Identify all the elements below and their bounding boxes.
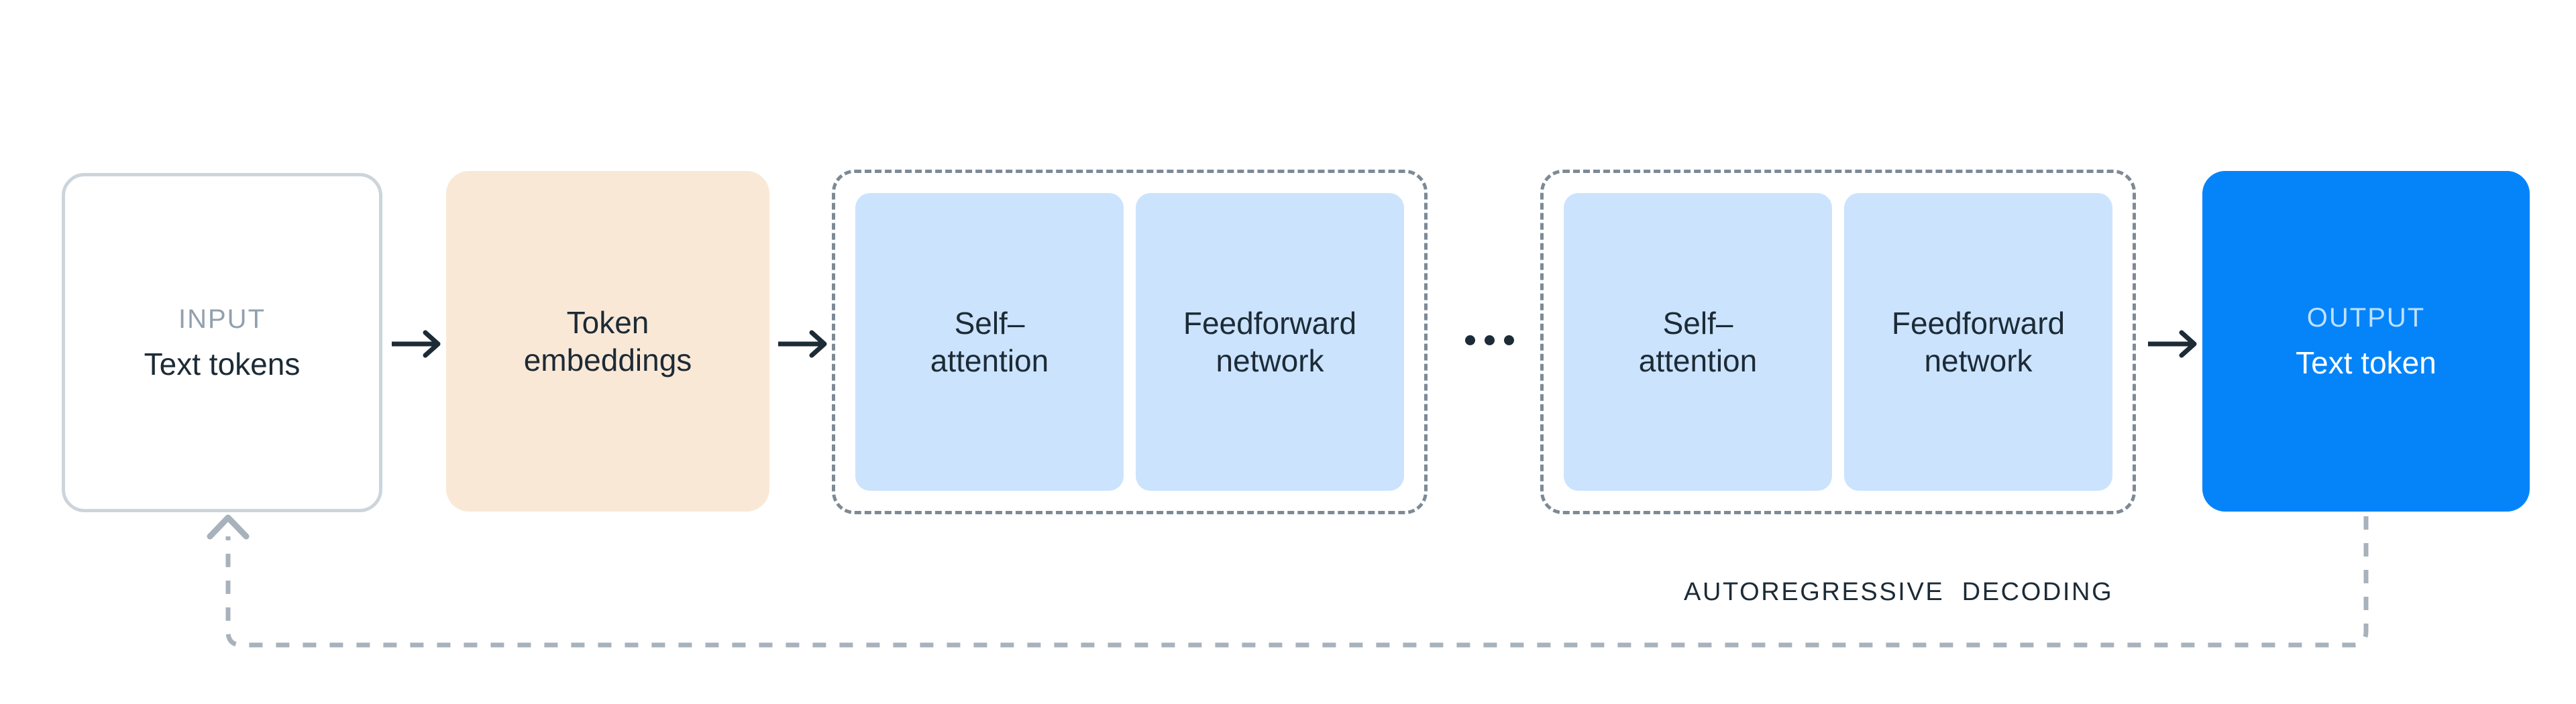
self-attention-label: Self– attention xyxy=(1638,305,1758,378)
output-kicker: OUTPUT xyxy=(2306,302,2426,333)
self-attention-sublayer: Self– attention xyxy=(1564,193,1832,491)
transformer-block-last: Self– attention Feedforward network xyxy=(1540,170,2136,514)
ellipsis-dot xyxy=(1503,335,1514,345)
transformer-block-first: Self– attention Feedforward network xyxy=(832,170,1428,514)
arrow-embeddings-to-block-icon xyxy=(777,325,835,366)
feedforward-network-sublayer: Feedforward network xyxy=(1136,193,1404,491)
input-kicker: INPUT xyxy=(178,304,266,334)
ellipsis-dot xyxy=(1484,335,1495,345)
ellipsis-icon xyxy=(1452,327,1526,353)
arrow-block-to-output-icon xyxy=(2147,325,2204,366)
output-label: Text token xyxy=(2296,345,2436,380)
self-attention-sublayer: Self– attention xyxy=(855,193,1124,491)
token-embeddings-node: Token embeddings xyxy=(446,171,769,512)
feedforward-network-sublayer: Feedforward network xyxy=(1844,193,2112,491)
token-embeddings-label: Token embeddings xyxy=(523,304,692,377)
arrow-input-to-embeddings-icon xyxy=(390,325,448,366)
input-label: Text tokens xyxy=(144,346,301,382)
autoregressive-decoding-caption: AUTOREGRESSIVE DECODING xyxy=(1684,578,2114,606)
self-attention-label: Self– attention xyxy=(930,305,1049,378)
output-node: OUTPUT Text token xyxy=(2202,171,2530,512)
feedforward-network-label: Feedforward network xyxy=(1183,305,1357,378)
ellipsis-dot xyxy=(1464,335,1475,345)
input-node: INPUT Text tokens xyxy=(62,173,382,512)
feedforward-network-label: Feedforward network xyxy=(1891,305,2065,378)
